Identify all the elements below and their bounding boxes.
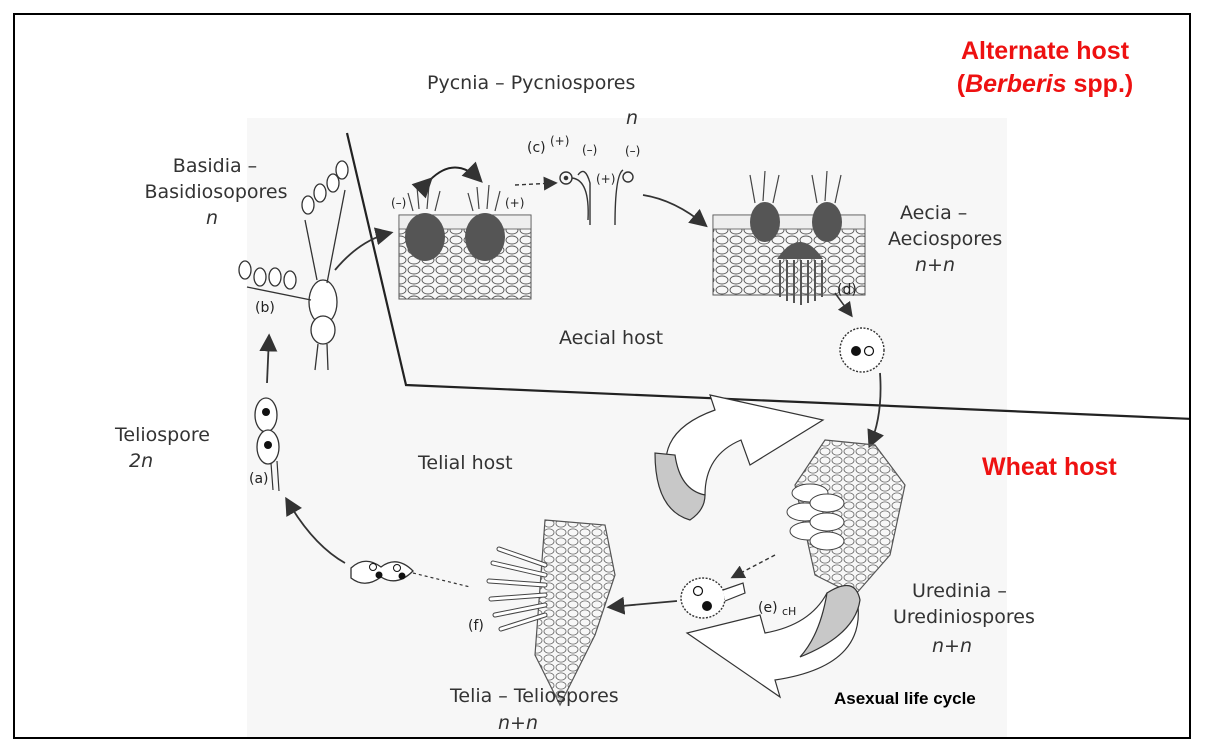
- mating-sign-minus-spore-2: (–): [625, 144, 640, 158]
- mating-sign-plus-spore: (+): [550, 134, 569, 148]
- arrow-to-basidia: [267, 337, 269, 383]
- uredinia-label-line2: Urediniospores: [893, 606, 1035, 630]
- aeciospore: [840, 328, 884, 372]
- arrow-to-teliospore: [287, 500, 345, 563]
- stage-letter-c: (c): [527, 140, 546, 156]
- telia-ploidy: n+n: [498, 712, 538, 736]
- telia-tissue: [489, 520, 615, 705]
- life-cycle-artwork: [15, 15, 1191, 739]
- basidia-label-line2: Basidiosopores: [136, 181, 296, 205]
- mating-sign-minus-left: (–): [391, 196, 406, 210]
- wheat-host-title: Wheat host: [982, 451, 1117, 484]
- alternate-host-line2: (Berberis spp.): [905, 68, 1185, 101]
- telia-label: Telia – Teliospores: [450, 685, 619, 709]
- pycnia-leaf-section: [399, 168, 531, 300]
- arrow-basidia-to-pycnia: [335, 233, 390, 270]
- arrow-to-telia: [610, 601, 677, 607]
- mating-sign-plus-spore-2: (+): [596, 172, 615, 186]
- teliospore-ploidy: 2n: [129, 450, 153, 474]
- recycle-arrow-upper: [655, 395, 823, 520]
- uredinia-ploidy: n+n: [932, 635, 972, 659]
- ch-mark: cH: [782, 605, 796, 618]
- teliospore-released: [351, 561, 470, 587]
- uredinia-tissue: [787, 440, 905, 595]
- stage-letter-a: (a): [249, 471, 269, 487]
- asexual-cycle-label: Asexual life cycle: [834, 689, 976, 709]
- mating-sign-plus-right: (+): [505, 196, 524, 210]
- stage-letter-b: (b): [255, 300, 275, 316]
- teliospore-label: Teliospore: [115, 424, 210, 448]
- alternate-host-genus: Berberis: [965, 70, 1066, 98]
- pycnia-label: Pycnia – Pycniospores: [427, 72, 635, 96]
- stage-letter-f: (f): [468, 618, 484, 634]
- alternate-host-spp: spp.): [1067, 70, 1134, 98]
- aecia-label-line1: Aecia –: [900, 202, 967, 226]
- alternate-host-paren-open: (: [957, 70, 965, 98]
- basidia-label-line1: Basidia –: [145, 155, 285, 179]
- aecia-label-line2: Aeciospores: [888, 228, 1002, 252]
- aecia-ploidy: n+n: [915, 254, 955, 278]
- alternate-host-line1: Alternate host: [905, 35, 1185, 68]
- telial-host-label: Telial host: [418, 452, 513, 476]
- arrow-aeciospore-to-wheat: [870, 373, 881, 445]
- basidia-ploidy: n: [206, 207, 218, 231]
- pycnia-ploidy: n: [626, 107, 638, 131]
- figure-frame: Pycnia – Pycniospores n Basidia – Basidi…: [13, 13, 1191, 739]
- stage-letter-d: (d): [837, 282, 857, 298]
- aecial-host-label: Aecial host: [559, 327, 663, 351]
- alternate-host-title: Alternate host (Berberis spp.): [905, 35, 1185, 100]
- mating-sign-minus-spore: (–): [582, 143, 597, 157]
- arrow-to-aecia: [643, 195, 705, 225]
- stage-letter-e: (e): [758, 600, 778, 616]
- uredinia-label-line1: Uredinia –: [912, 580, 1007, 604]
